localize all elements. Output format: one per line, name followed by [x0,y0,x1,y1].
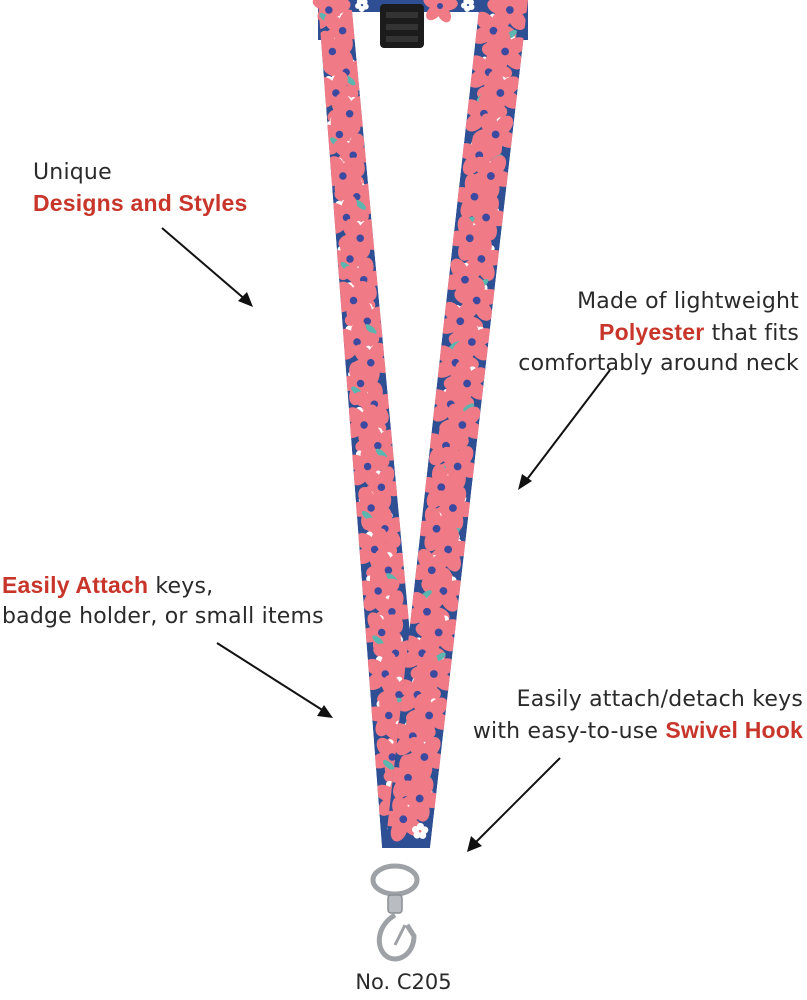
callout-swivel: Easily attach/detach keys with easy-to-u… [423,685,803,747]
hibiscus-center [453,462,462,471]
hibiscus-center [415,794,424,803]
hibiscus-center [377,483,386,491]
leaf-shape [372,635,384,646]
hibiscus-center [420,753,429,761]
hibiscus-center [434,628,443,637]
hibiscus-center [388,608,396,616]
hibiscus-center [467,338,476,346]
buckle-icon [380,4,424,48]
arrow-icon [216,642,333,718]
callout-attach-highlight: Easily Attach [2,572,149,598]
hibiscus-center [356,234,364,242]
hibiscus-center [374,442,382,450]
callout-polyester-highlight: Polyester [599,319,705,345]
hibiscus-center [325,6,333,14]
hibiscus-center [370,545,379,554]
hibiscus-center [356,379,365,388]
hibiscus-center [349,296,358,305]
hibiscus-center [363,317,372,325]
hibiscus-center [338,27,347,35]
hibiscus-center [458,421,467,429]
hibiscus-center [374,587,382,595]
arrow-icon [518,369,611,490]
hibiscus-center [486,172,495,180]
hibiscus-center [384,566,393,574]
callout-polyester: Made of lightweight Polyester that fits … [469,287,799,379]
callout-designs-line1: Unique [33,160,112,185]
hibiscus-center [444,545,453,554]
leaf-shape [462,403,475,413]
callout-polyester-after: that fits [704,321,799,346]
hibiscus-center [367,504,375,512]
arrow-icon [161,227,253,307]
hibiscus-center [430,670,438,678]
callout-designs-highlight: Designs and Styles [33,190,248,216]
hibiscus-center [349,151,357,159]
hibiscus-center [328,47,337,56]
hibiscus-center [456,317,465,326]
hibiscus-center [491,130,500,139]
swivel-hook-icon [370,863,420,962]
callout-polyester-line3: comfortably around neck [518,351,799,376]
hibiscus-center [353,338,361,346]
hibiscus-center [388,753,397,761]
callout-attach-line2: badge holder, or small items [2,604,324,629]
hibiscus-center [489,26,498,35]
callout-attach-after: keys, [148,574,214,599]
hibiscus-center [360,421,368,429]
hibiscus-center [423,607,431,616]
hibiscus-center [461,275,469,284]
hibiscus-center [437,483,446,492]
hibiscus-center [367,359,375,367]
callout-polyester-line1: Made of lightweight [577,289,799,314]
model-number: No. C205 [355,970,452,994]
callout-swivel-highlight: Swivel Hook [665,717,803,743]
leaf-shape [382,759,395,771]
hibiscus-center [404,773,412,782]
hibiscus-center [395,691,403,699]
hibiscus-center [432,524,441,533]
hibiscus-center [425,711,434,720]
callout-swivel-line1: Easily attach/detach keys [516,687,803,712]
hibiscus-center [505,6,514,14]
hibiscus-center [501,47,510,56]
hibiscus-center [427,566,436,575]
hibiscus-center [472,296,481,305]
leaf-shape [354,199,367,210]
hibiscus-center [448,504,457,512]
leaf-shape [365,324,377,335]
hibiscus-center [477,255,486,263]
hibiscus-center [399,815,408,824]
hibiscus-center [385,711,393,720]
hibiscus-center [335,130,344,139]
hibiscus-center [463,379,472,388]
hibiscus-center [482,213,491,222]
hibiscus-center [439,587,448,595]
arrow-icon [467,757,561,852]
hibiscus-center [465,234,474,243]
hibiscus-center [470,192,479,201]
hibiscus-center [437,3,443,9]
lanyard-right-strap [385,0,528,848]
hibiscus-center [346,255,354,263]
hibiscus-center [345,110,354,118]
callout-designs: Unique Designs and Styles [33,158,248,218]
hibiscus-center [363,462,372,471]
hibiscus-center [339,172,347,180]
callout-swivel-before: with easy-to-use [472,719,666,744]
hibiscus-center [377,628,386,637]
callout-attach: Easily Attach keys, badge holder, or sma… [2,570,324,632]
hibiscus-center [496,89,505,97]
